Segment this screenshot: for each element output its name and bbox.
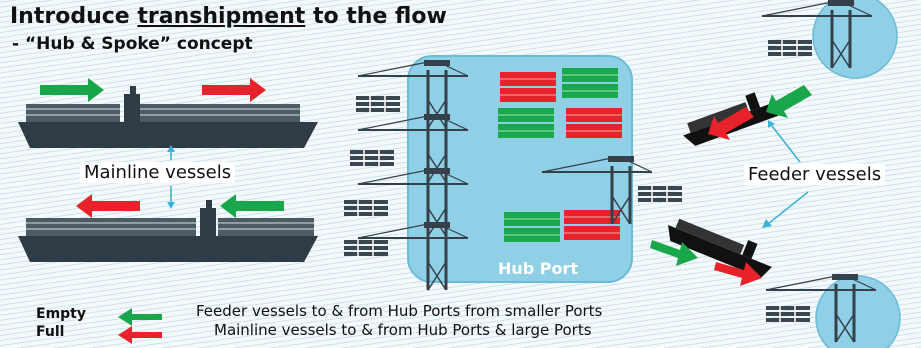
empty-arrow-icon [40,78,104,102]
legend-empty-label: Empty [36,306,86,322]
empty-arrow-icon [766,85,812,118]
diagram-title: Introduce transhipment to the flow [10,4,447,29]
full-arrow-icon [714,262,762,286]
container-stack-icon [349,149,395,167]
container-stack-icon [765,305,811,323]
full-arrow-icon [708,107,754,140]
note-feeder: Feeder vessels to & from Hub Ports from … [196,302,603,320]
title-prefix: Introduce [10,4,138,29]
legend-empty-arrow-icon [118,308,162,326]
legend-full-label: Full [36,324,65,340]
empty-arrow-icon [650,240,698,266]
small-port-bottom [764,272,901,348]
flow-arrows [40,78,812,286]
diagram-subtitle: - “Hub & Spoke” concept [12,34,253,54]
note-mainline: Mainline vessels to & from Hub Ports & l… [214,321,592,339]
full-arrow-icon [76,194,140,218]
empty-arrow-icon [220,194,284,218]
small-port-top [760,0,898,79]
hub-port-label: Hub Port [498,259,579,278]
mainline-vessel-top [18,86,318,148]
container-stack-icon [343,199,389,217]
mainline-vessels-label: Mainline vessels [80,162,236,183]
feeder-vessels-label: Feeder vessels [744,164,886,185]
full-arrow-icon [202,78,266,102]
connector-lines [167,120,809,228]
mainline-vessel-bottom [18,200,318,262]
legend-full-arrow-icon [118,326,162,344]
container-stack-icon [767,39,813,57]
container-stack-icon [355,95,401,113]
container-stack-icon [343,239,389,257]
container-stack-icon [637,185,683,203]
title-suffix: to the flow [305,4,447,29]
title-emphasis: transhipment [137,4,306,29]
